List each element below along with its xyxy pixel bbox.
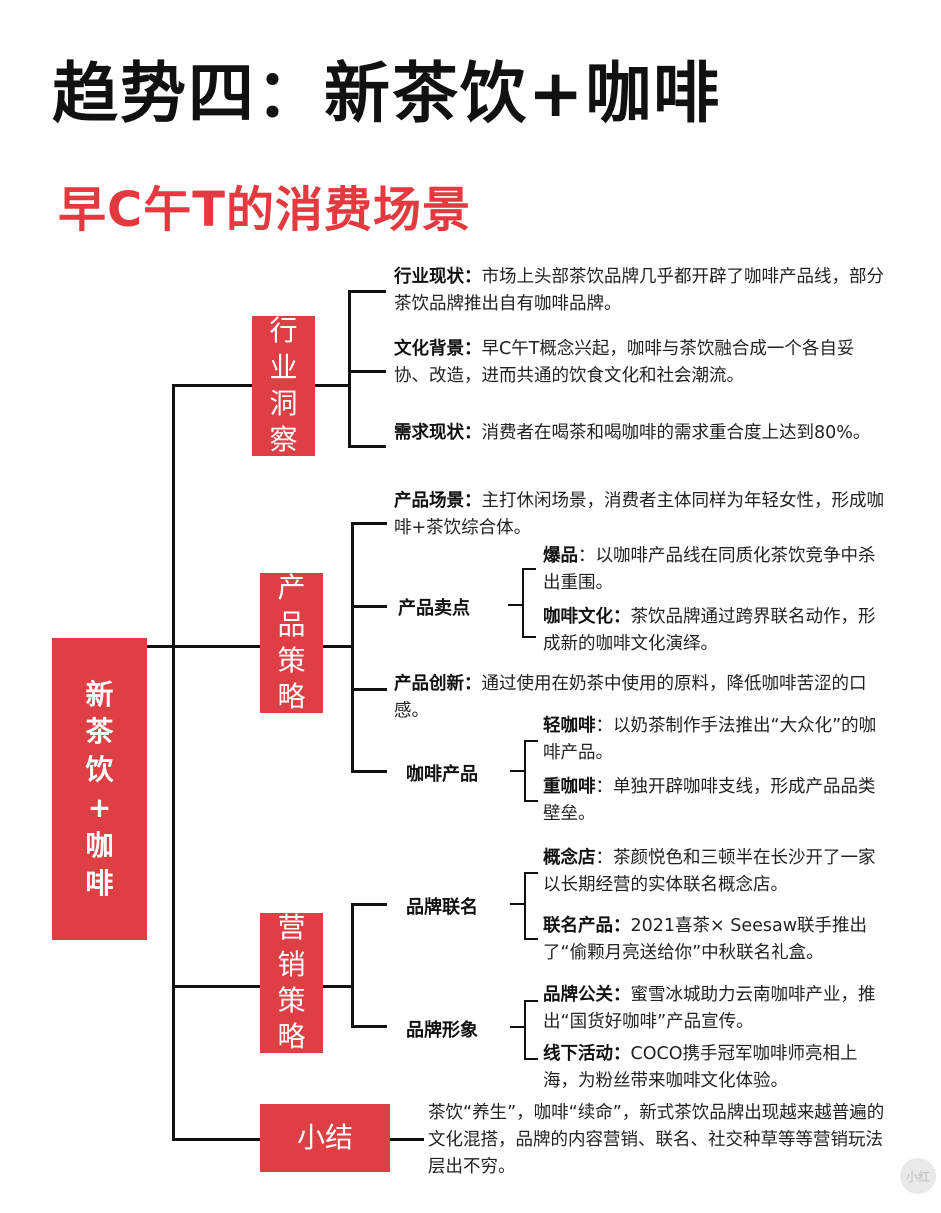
root-label: 新 茶 饮 + 咖 啡 <box>85 677 114 900</box>
connector-marketing-bracket <box>351 903 354 1027</box>
industry-status-item: 行业现状：市场上头部茶饮品牌几乎都开辟了咖啡产品线，部分茶饮品牌推出自有咖啡品牌… <box>394 267 884 314</box>
page-subtitle: 早C午T的消费场景 <box>58 182 471 238</box>
page-title: 趋势四：新茶饮+咖啡 <box>52 55 722 132</box>
culture-background-item: 文化背景：早C午T概念兴起，咖啡与茶饮融合成一个各自妥协、改造，进而共通的饮食文… <box>394 339 855 386</box>
collab-product-item: 联名产品：2021喜茶× Seesaw联手推出了“偷颗月亮送给你”中秋联名礼盒。 <box>543 916 868 963</box>
category-industry-insight: 行业洞察 <box>252 314 315 456</box>
connector-collab-2 <box>524 938 538 940</box>
connector-to-product <box>172 645 260 648</box>
connector-selling-bracket <box>522 568 524 638</box>
connector-industry-item-3 <box>348 445 386 448</box>
category-marketing-strategy: 营销策略 <box>260 911 323 1053</box>
connector-marketing-collab <box>351 903 387 906</box>
connector-image-bracket <box>524 1000 526 1060</box>
demand-status-item: 需求现状：消费者在喝茶和喝咖啡的需求重合度上达到80%。 <box>394 423 871 443</box>
connector-summary-text <box>390 1138 424 1141</box>
connector-marketing-image <box>351 1025 387 1028</box>
coffee-products-label: 咖啡产品 <box>406 764 478 785</box>
connector-industry-bracket <box>348 290 351 447</box>
brand-pr-item: 品牌公关：蜜雪冰城助力云南咖啡产业，推出“国货好咖啡”产品宣传。 <box>543 985 876 1032</box>
connector-selling-2 <box>522 636 536 638</box>
connector-product-innovation <box>351 688 387 691</box>
connector-selling-stub <box>508 604 524 606</box>
product-scene-item: 产品场景：主打休闲场景，消费者主体同样为年轻女性，形成咖啡+茶饮综合体。 <box>394 491 884 538</box>
connector-image-1 <box>524 1000 538 1002</box>
summary-text: 茶饮“养生”，咖啡“续命”，新式茶饮品牌出现越来越普遍的文化混搭，品牌的内容营销… <box>428 1103 885 1177</box>
category-product-strategy: 产品策略 <box>260 571 323 713</box>
brand-image-label: 品牌形象 <box>406 1020 478 1041</box>
connector-collab-bracket <box>524 872 526 940</box>
category-summary: 小结 <box>260 1104 390 1172</box>
connector-to-summary <box>172 1138 260 1141</box>
heavy-coffee-item: 重咖啡：单独开辟咖啡支线，形成产品品类壁垒。 <box>543 777 876 824</box>
product-innovation-item: 产品创新：通过使用在奶茶中使用的原料，降低咖啡苦涩的口感。 <box>394 674 867 721</box>
connector-industry-item-2 <box>348 370 386 373</box>
connector-industry-item-1 <box>348 290 386 293</box>
offline-event-item: 线下活动：COCO携手冠军咖啡师亮相上海，为粉丝带来咖啡文化体验。 <box>543 1044 858 1091</box>
connector-coffee-2 <box>524 800 538 802</box>
coffee-culture-item: 咖啡文化：茶饮品牌通过跨界联名动作，形成新的咖啡文化演绎。 <box>543 607 876 654</box>
brand-collab-label: 品牌联名 <box>406 897 478 918</box>
connector-product-selling <box>351 605 387 608</box>
connector-product-coffee <box>351 770 387 773</box>
connector-collab-1 <box>524 872 538 874</box>
connector-product-scene <box>351 522 387 525</box>
product-selling-label: 产品卖点 <box>398 598 470 619</box>
connector-image-2 <box>524 1058 538 1060</box>
connector-image-stub <box>510 1026 526 1028</box>
root-node: 新 茶 饮 + 咖 啡 <box>52 638 147 940</box>
connector-coffee-stub <box>510 770 526 772</box>
watermark-logo: 小红 <box>900 1158 936 1194</box>
concept-store-item: 概念店：茶颜悦色和三顿半在长沙开了一家以长期经营的实体联名概念店。 <box>543 848 876 895</box>
connector-spine <box>172 384 175 1140</box>
connector-industry-stub <box>315 384 350 387</box>
connector-marketing-stub <box>323 985 353 988</box>
connector-to-marketing <box>172 985 260 988</box>
connector-collab-stub <box>510 903 526 905</box>
connector-to-industry <box>172 384 252 387</box>
connector-coffee-1 <box>524 740 538 742</box>
connector-coffee-bracket <box>524 740 526 802</box>
connector-product-bracket <box>351 522 354 772</box>
hit-product-item: 爆品：以咖啡产品线在同质化茶饮竞争中杀出重围。 <box>543 546 876 593</box>
connector-product-stub <box>323 645 353 648</box>
connector-root-stub <box>147 645 175 648</box>
light-coffee-item: 轻咖啡：以奶茶制作手法推出“大众化”的咖啡产品。 <box>543 716 877 763</box>
connector-selling-1 <box>522 568 536 570</box>
